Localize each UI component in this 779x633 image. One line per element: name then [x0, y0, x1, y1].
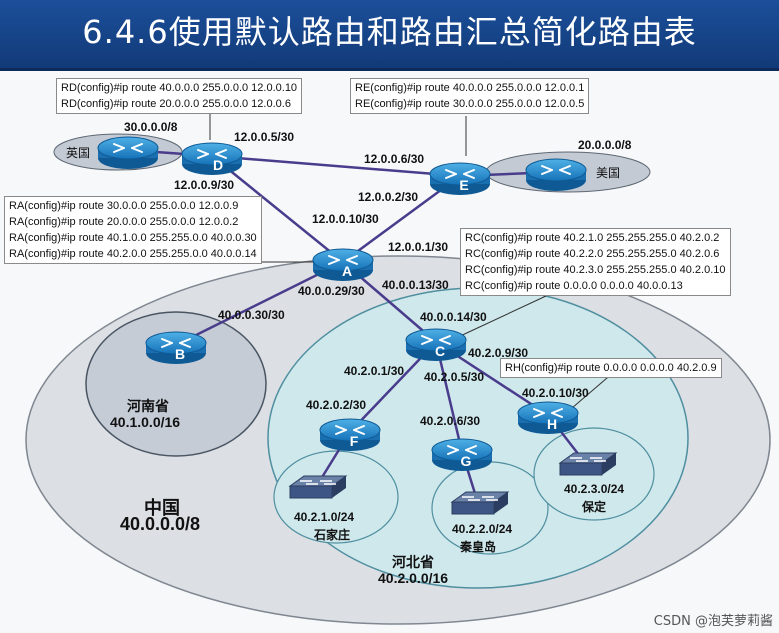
- ra-config-box: RA(config)#ip route 30.0.0.0 255.0.0.0 1…: [4, 196, 262, 264]
- region-henan: [85, 311, 267, 457]
- rc-config-line: RC(config)#ip route 0.0.0.0 0.0.0.0 40.0…: [465, 280, 683, 292]
- label-d-uk: 30.0.0.0/8: [124, 120, 178, 134]
- label-qinhuangdao-net: 40.2.2.0/24: [452, 522, 513, 536]
- label-hebei-name: 河北省: [392, 554, 434, 570]
- label-china-name: 中国: [144, 498, 180, 518]
- router-us[interactable]: [525, 158, 587, 192]
- rd-config-line: RD(config)#ip route 40.0.0.0 255.0.0.0 1…: [61, 82, 298, 94]
- rd-config-line: RD(config)#ip route 20.0.0.0 255.0.0.0 1…: [61, 98, 291, 110]
- ra-config-line: RA(config)#ip route 20.0.0.0 255.0.0.0 1…: [9, 216, 239, 228]
- ra-config-line: RA(config)#ip route 40.1.0.0 255.255.0.0…: [9, 232, 257, 244]
- label-g-c: 40.2.0.6/30: [420, 414, 481, 428]
- router-a-label: A: [342, 263, 352, 279]
- label-henan-net: 40.1.0.0/16: [110, 414, 181, 430]
- label-henan-name: 河南省: [127, 398, 169, 414]
- re-config-line: RE(config)#ip route 40.0.0.0 255.0.0.0 1…: [355, 82, 585, 94]
- label-d-a: 12.0.0.9/30: [174, 178, 235, 192]
- label-shijiazhuang-name: 石家庄: [314, 528, 351, 542]
- router-e-label: E: [459, 177, 468, 193]
- title-bar: 6.4.6使用默认路由和路由汇总简化路由表: [0, 0, 779, 71]
- router-f-label: F: [350, 433, 359, 449]
- re-config-line: RE(config)#ip route 30.0.0.0 255.0.0.0 1…: [355, 98, 585, 110]
- label-qinhuangdao-name: 秦皇岛: [460, 540, 497, 554]
- watermark: CSDN @泡芙萝莉酱: [653, 614, 773, 629]
- label-e-us: 20.0.0.0/8: [578, 138, 632, 152]
- label-baoding-net: 40.2.3.0/24: [564, 482, 625, 496]
- label-e-d: 12.0.0.6/30: [364, 152, 425, 166]
- label-hebei-net: 40.2.0.0/16: [378, 570, 449, 586]
- re-config-box: RE(config)#ip route 40.0.0.0 255.0.0.0 1…: [350, 78, 590, 114]
- router-b-label: B: [175, 346, 185, 362]
- label-b-a: 40.0.0.30/30: [218, 308, 285, 322]
- label-c-h: 40.2.0.9/30: [468, 346, 529, 360]
- rc-config-line: RC(config)#ip route 40.2.1.0 255.255.255…: [465, 232, 720, 244]
- rc-config-line: RC(config)#ip route 40.2.2.0 255.255.255…: [465, 248, 720, 260]
- label-d-e: 12.0.0.5/30: [234, 130, 295, 144]
- label-c-g: 40.2.0.5/30: [424, 370, 485, 384]
- network-diagram: D E A B C F G H: [25, 108, 771, 625]
- rd-config-box: RD(config)#ip route 40.0.0.0 255.0.0.0 1…: [56, 78, 303, 114]
- label-china-net: 40.0.0.0/8: [120, 514, 201, 534]
- label-a-d: 12.0.0.10/30: [312, 212, 379, 226]
- label-a-b: 40.0.0.29/30: [298, 284, 365, 298]
- rh-config-line: RH(config)#ip route 0.0.0.0 0.0.0.0 40.2…: [505, 362, 717, 374]
- rc-config-box: RC(config)#ip route 40.2.1.0 255.255.255…: [460, 228, 731, 296]
- label-uk: 英国: [66, 146, 91, 160]
- router-g-label: G: [461, 453, 472, 469]
- rh-config-box: RH(config)#ip route 0.0.0.0 0.0.0.0 40.2…: [500, 358, 722, 378]
- ra-config-line: RA(config)#ip route 40.2.0.0 255.255.0.0…: [9, 248, 257, 260]
- label-f-c: 40.2.0.2/30: [306, 398, 367, 412]
- label-c-f: 40.2.0.1/30: [344, 364, 405, 378]
- label-baoding-name: 保定: [582, 500, 607, 514]
- router-c-label: C: [435, 343, 445, 359]
- router-d-label: D: [213, 157, 223, 173]
- label-us: 美国: [596, 166, 621, 180]
- label-shijiazhuang-net: 40.2.1.0/24: [294, 510, 355, 524]
- label-c-a: 40.0.0.14/30: [420, 310, 487, 324]
- router-uk[interactable]: [97, 136, 159, 170]
- label-e-a: 12.0.0.2/30: [358, 190, 419, 204]
- router-h-label: H: [547, 416, 557, 432]
- rc-config-line: RC(config)#ip route 40.2.3.0 255.255.255…: [465, 264, 726, 276]
- label-a-c: 40.0.0.13/30: [382, 278, 449, 292]
- label-h-c: 40.2.0.10/30: [522, 386, 589, 400]
- ra-config-line: RA(config)#ip route 30.0.0.0 255.0.0.0 1…: [9, 200, 239, 212]
- region-shijiazhuang: [273, 450, 399, 544]
- label-a-e: 12.0.0.1/30: [388, 240, 449, 254]
- page-title: 6.4.6使用默认路由和路由汇总简化路由表: [82, 13, 697, 51]
